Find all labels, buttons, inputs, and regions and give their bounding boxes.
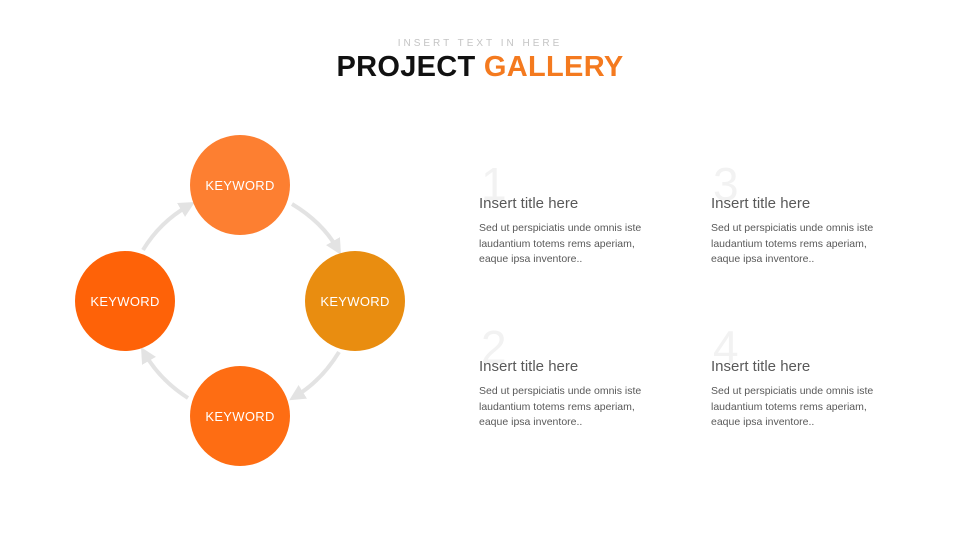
text-block-4: 4 Insert title here Sed ut perspiciatis … [711,324,891,431]
text-block-body: Sed ut perspiciatis unde omnis iste laud… [711,222,874,265]
text-block-number: 2 [481,321,507,373]
title-part-gallery: GALLERY [483,51,624,83]
cycle-node-label: KEYWORD [205,177,275,193]
arrow-left-to-top [141,202,195,252]
cycle-node-right: KEYWORD [305,251,405,351]
cycle-node-label: KEYWORD [205,408,275,424]
text-block-body: Sed ut perspiciatis unde omnis iste laud… [479,385,642,428]
arrow-top-to-right [290,202,341,255]
cycle-node-label: KEYWORD [90,293,160,309]
text-block-title: Insert title here [479,195,579,212]
text-block-body: Sed ut perspiciatis unde omnis iste laud… [479,222,642,265]
cycle-node-label: KEYWORD [320,293,390,309]
text-block-1: 1 Insert title here Sed ut perspiciatis … [479,161,659,268]
title-part-project: PROJECT [336,51,476,83]
cycle-node-bottom: KEYWORD [190,366,290,466]
arrow-bottom-to-left [141,347,190,400]
text-block-number: 3 [713,158,739,210]
text-block-title: Insert title here [711,358,811,375]
cycle-node-left: KEYWORD [75,251,175,351]
slide-subtitle: INSERT TEXT IN HERE [397,38,563,49]
text-block-number: 1 [481,158,507,210]
arrow-right-to-bottom [289,350,341,401]
text-block-3: 3 Insert title here Sed ut perspiciatis … [711,161,891,268]
cycle-node-top: KEYWORD [190,135,290,235]
slide-title: PROJECT GALLERY [0,51,960,84]
text-block-title: Insert title here [711,195,811,212]
text-block-2: 2 Insert title here Sed ut perspiciatis … [479,324,659,431]
text-block-number: 4 [713,321,739,373]
text-block-title: Insert title here [479,358,579,375]
text-block-body: Sed ut perspiciatis unde omnis iste laud… [711,385,874,428]
